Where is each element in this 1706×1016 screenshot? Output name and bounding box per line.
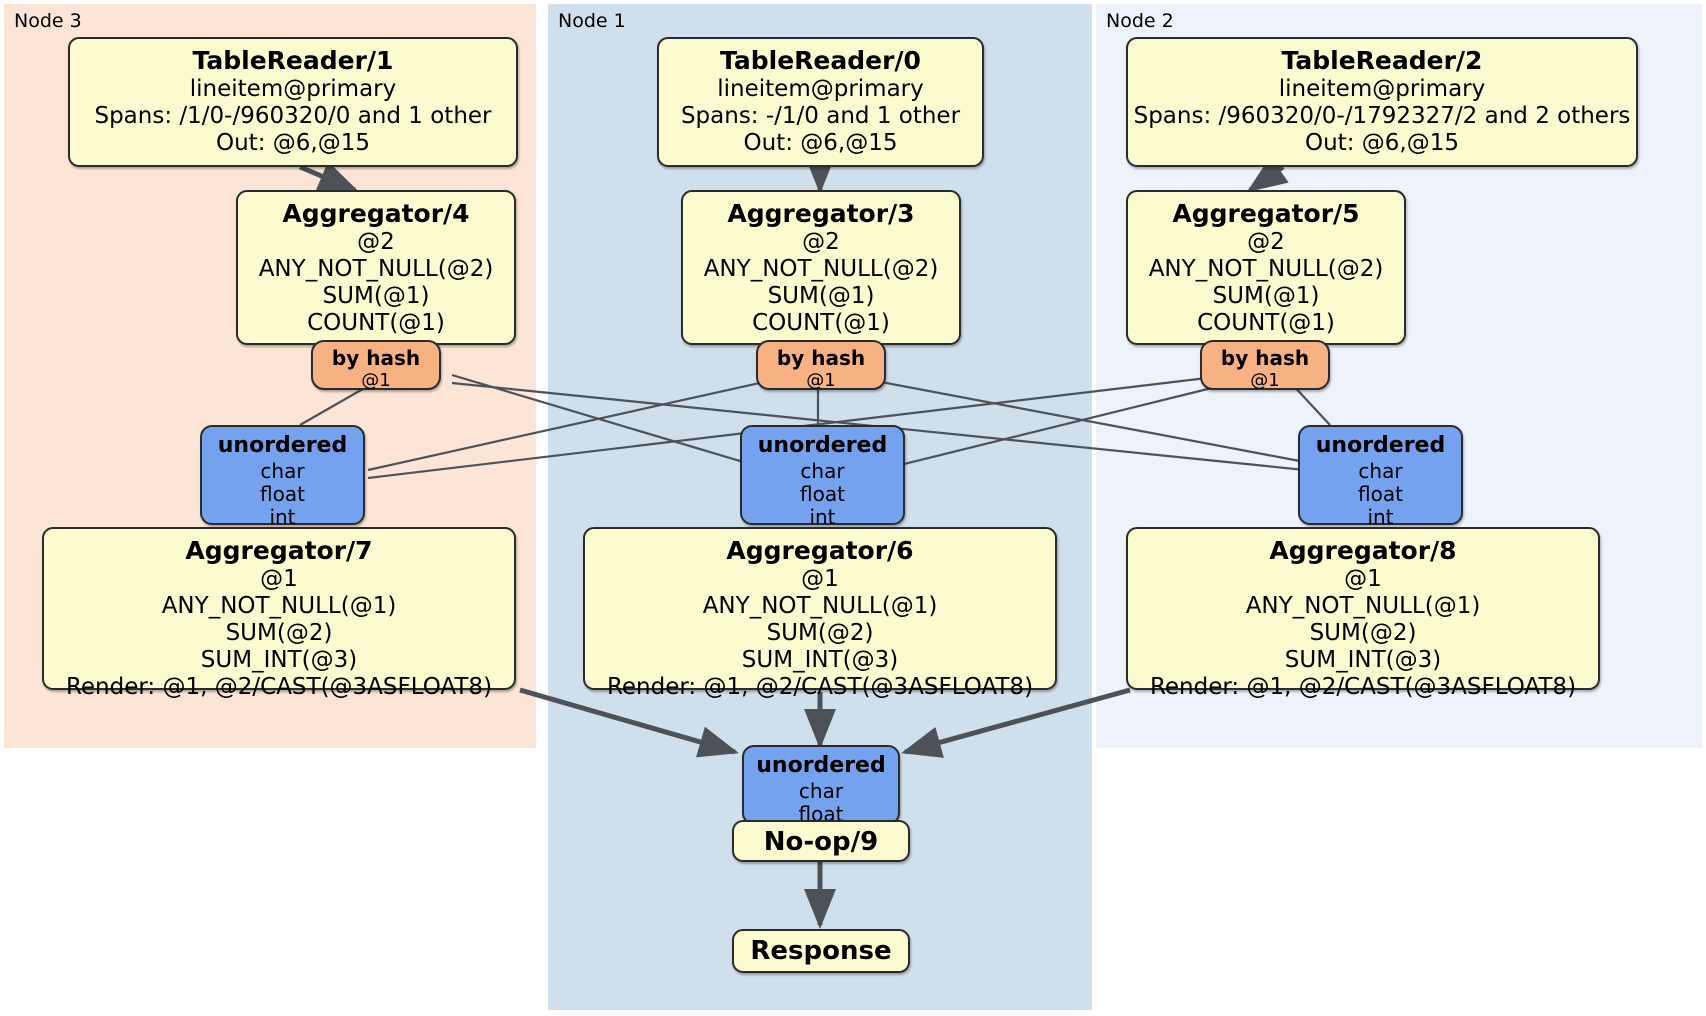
processor-line: lineitem@primary [1278,76,1486,102]
processor-line: SUM_INT(@3) [1284,647,1442,673]
processor-aggregator-7[interactable]: Aggregator/7 @1 ANY_NOT_NULL(@1) SUM(@2)… [42,527,516,700]
processor-line: ANY_NOT_NULL(@2) [1148,256,1384,282]
processor-line: SUM_INT(@3) [200,647,358,673]
processor-line: Out: @6,@15 [216,130,370,156]
processor-title: TableReader/0 [720,46,921,75]
router-title: unordered [1315,433,1446,458]
router-line: char [260,459,305,483]
router-title: unordered [757,433,888,458]
processor-line: ANY_NOT_NULL(@1) [1245,593,1481,619]
processor-title: Aggregator/6 [726,536,914,565]
processor-aggregator-8[interactable]: Aggregator/8 @1 ANY_NOT_NULL(@1) SUM(@2)… [1126,527,1600,700]
processor-aggregator-5[interactable]: Aggregator/5 @2 ANY_NOT_NULL(@2) SUM(@1)… [1126,190,1406,345]
processor-line: Out: @6,@15 [743,130,898,156]
router-line: char [800,459,845,483]
synthesizer-title: by hash [776,346,866,370]
processor-tablereader-2[interactable]: TableReader/2 lineitem@primary Spans: /9… [1126,37,1638,167]
router-line: float [798,802,844,826]
processor-line: SUM(@1) [1212,283,1320,309]
router-unordered-left[interactable]: unordered char float int [200,425,365,529]
region-node-3-label: Node 3 [14,10,82,32]
processor-line: ANY_NOT_NULL(@2) [703,256,939,282]
processor-line: Render: @1, @2/CAST(@3ASFLOAT8) [1149,674,1577,700]
synthesizer-line: @1 [361,370,391,391]
processor-line: ANY_NOT_NULL(@2) [258,256,494,282]
processor-line: @2 [802,229,840,255]
router-title: unordered [756,753,886,778]
region-node-1-label: Node 1 [558,10,626,32]
synthesizer-title: by hash [331,346,421,370]
router-unordered-right[interactable]: unordered char float int [1298,425,1463,529]
processor-line: Render: @1, @2/CAST(@3ASFLOAT8) [606,674,1034,700]
processor-title: Aggregator/5 [1172,199,1360,228]
router-unordered-center[interactable]: unordered char float int [740,425,905,529]
synthesizer-title: by hash [1220,346,1310,370]
synthesizer-by-hash-right[interactable]: by hash @1 [1200,340,1330,391]
processor-line: @1 [1344,566,1382,592]
router-line: int [1367,505,1394,529]
processor-noop-9[interactable]: No-op/9 [732,820,910,862]
processor-title: Aggregator/7 [185,536,373,565]
processor-aggregator-3[interactable]: Aggregator/3 @2 ANY_NOT_NULL(@2) SUM(@1)… [681,190,961,345]
synthesizer-by-hash-left[interactable]: by hash @1 [311,340,441,391]
processor-line: SUM(@2) [225,620,333,646]
router-line: char [1358,459,1403,483]
processor-line: COUNT(@1) [752,310,890,336]
processor-title: Response [750,936,892,966]
synthesizer-by-hash-center[interactable]: by hash @1 [756,340,886,391]
processor-line: SUM(@1) [322,283,430,309]
processor-line: ANY_NOT_NULL(@1) [161,593,397,619]
processor-title: Aggregator/3 [727,199,915,228]
processor-line: ANY_NOT_NULL(@1) [702,593,938,619]
synthesizer-line: @1 [806,370,836,391]
router-unordered-final[interactable]: unordered char float [742,745,900,826]
router-line: float [1358,482,1403,506]
processor-line: SUM(@1) [767,283,875,309]
processor-line: COUNT(@1) [1197,310,1335,336]
processor-line: lineitem@primary [189,76,397,102]
processor-line: Out: @6,@15 [1305,130,1459,156]
router-title: unordered [217,433,348,458]
processor-tablereader-0[interactable]: TableReader/0 lineitem@primary Spans: -/… [657,37,984,167]
processor-line: SUM(@2) [766,620,874,646]
router-line: int [809,505,836,529]
processor-line: @2 [357,229,395,255]
processor-line: @1 [801,566,839,592]
processor-aggregator-4[interactable]: Aggregator/4 @2 ANY_NOT_NULL(@2) SUM(@1)… [236,190,516,345]
router-line: float [800,482,845,506]
processor-line: Spans: /960320/0-/1792327/2 and 2 others [1133,103,1631,129]
processor-title: Aggregator/8 [1269,536,1457,565]
processor-line: @1 [260,566,298,592]
router-line: char [798,779,844,803]
router-line: float [260,482,305,506]
processor-title: No-op/9 [763,827,879,857]
processor-line: Spans: /1/0-/960320/0 and 1 other [94,103,492,129]
processor-response[interactable]: Response [732,929,910,973]
processor-line: Render: @1, @2/CAST(@3ASFLOAT8) [65,674,493,700]
synthesizer-line: @1 [1250,370,1280,391]
processor-line: lineitem@primary [717,76,924,102]
processor-line: @2 [1247,229,1285,255]
processor-tablereader-1[interactable]: TableReader/1 lineitem@primary Spans: /1… [68,37,518,167]
router-line: int [269,505,296,529]
processor-line: SUM_INT(@3) [741,647,899,673]
processor-title: Aggregator/4 [282,199,470,228]
processor-title: TableReader/2 [1281,46,1483,75]
region-node-2-label: Node 2 [1106,10,1174,32]
processor-line: COUNT(@1) [307,310,445,336]
processor-aggregator-6[interactable]: Aggregator/6 @1 ANY_NOT_NULL(@1) SUM(@2)… [583,527,1057,700]
processor-line: SUM(@2) [1309,620,1417,646]
processor-line: Spans: -/1/0 and 1 other [680,103,961,129]
processor-title: TableReader/1 [192,46,394,75]
